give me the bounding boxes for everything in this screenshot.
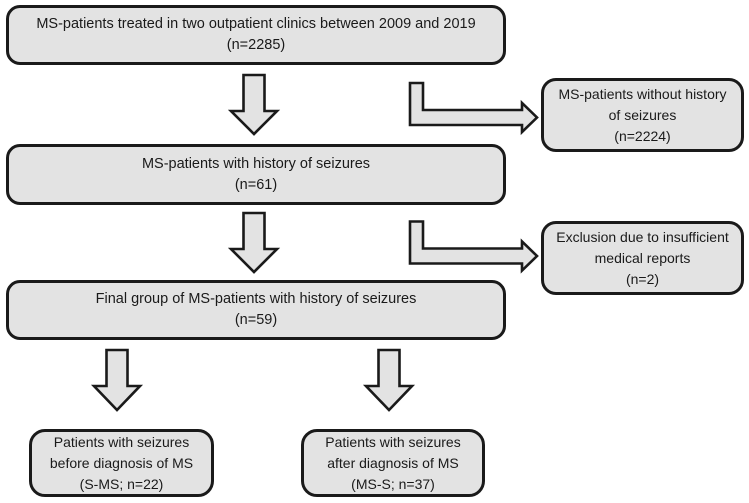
elbow-arrow-1-icon [408,81,539,136]
box-seizures-before-ms: Patients with seizures before diagnosis … [29,429,214,497]
box-ms-patients-total: MS-patients treated in two outpatient cl… [6,5,506,65]
box-seizures-after-ms: Patients with seizures after diagnosis o… [301,429,485,497]
down-arrow-right-icon [362,348,416,412]
box-count: (n=2285) [226,37,286,53]
box-text: of seizures [608,106,677,123]
box-text: Patients with seizures [53,433,190,450]
down-arrow-2-icon [227,211,281,274]
down-arrow-1-icon [227,73,281,136]
box-history-of-seizures: MS-patients with history of seizures (n=… [6,144,506,205]
box-without-history-of-seizures: MS-patients without history of seizures … [541,78,744,152]
box-text: Final group of MS-patients with history … [95,291,417,307]
box-text: before diagnosis of MS [49,454,194,471]
box-text: MS-patients treated in two outpatient cl… [36,16,476,32]
box-text: medical reports [594,249,691,266]
box-count: (n=61) [234,176,278,193]
down-arrow-left-icon [90,348,144,412]
box-text: MS-patients with history of seizures [141,155,371,172]
box-text: Patients with seizures [325,433,461,450]
box-count: (n=2) [625,270,660,287]
box-exclusion-insufficient-reports: Exclusion due to insufficient medical re… [541,221,744,295]
box-text: Exclusion due to insufficient [556,228,729,245]
elbow-arrow-2-icon [408,220,539,274]
box-count: (n=2224) [614,127,671,144]
box-count: (MS-S; n=37) [351,475,435,492]
box-text: MS-patients without history [558,85,727,102]
box-text: after diagnosis of MS [327,454,459,471]
box-count: (S-MS; n=22) [79,475,164,492]
box-count: (n=59) [234,312,278,328]
box-final-group: Final group of MS-patients with history … [6,280,506,340]
